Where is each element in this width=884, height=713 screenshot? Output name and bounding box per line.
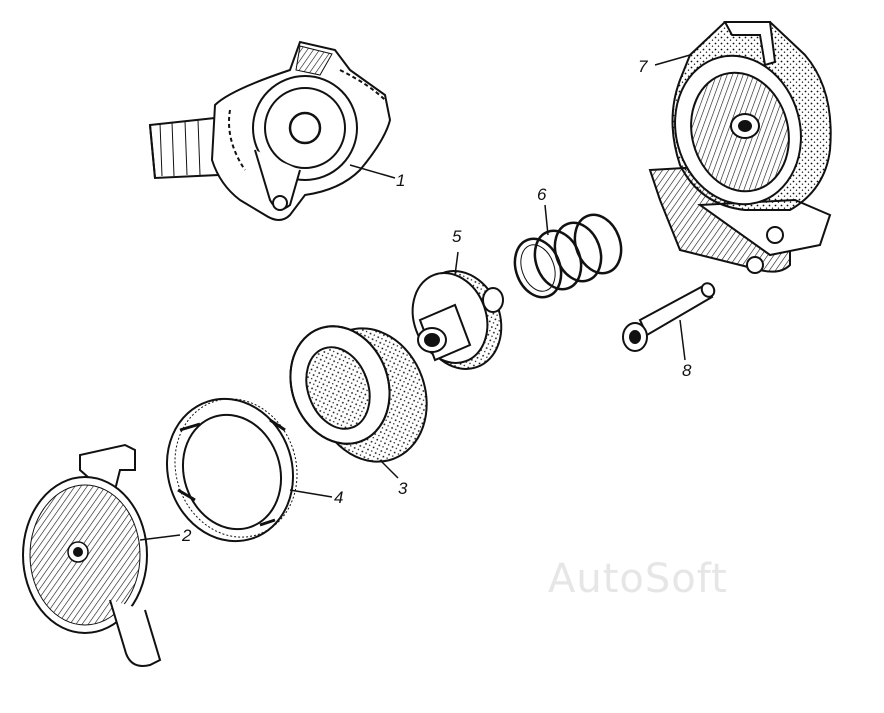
part-6-spring: [507, 208, 629, 303]
part-1-lever: [150, 42, 390, 220]
part-4-ring: [149, 382, 315, 557]
watermark: AutoSoft: [548, 556, 728, 602]
callout-8: 8: [682, 361, 692, 380]
callout-5: 5: [452, 227, 462, 246]
callout-4: 4: [334, 488, 344, 507]
callout-2: 2: [182, 526, 192, 545]
callout-3: 3: [398, 479, 408, 498]
part-3-bushing: [274, 312, 445, 478]
callout-6: 6: [537, 185, 547, 204]
part-5-valve: [400, 259, 514, 380]
part-8-bolt: [623, 281, 717, 351]
part-2-plate: [23, 445, 160, 666]
part-7-housing: [650, 22, 831, 273]
callout-1: 1: [396, 171, 406, 190]
leader-lines: [140, 55, 690, 540]
callout-7: 7: [638, 57, 648, 76]
